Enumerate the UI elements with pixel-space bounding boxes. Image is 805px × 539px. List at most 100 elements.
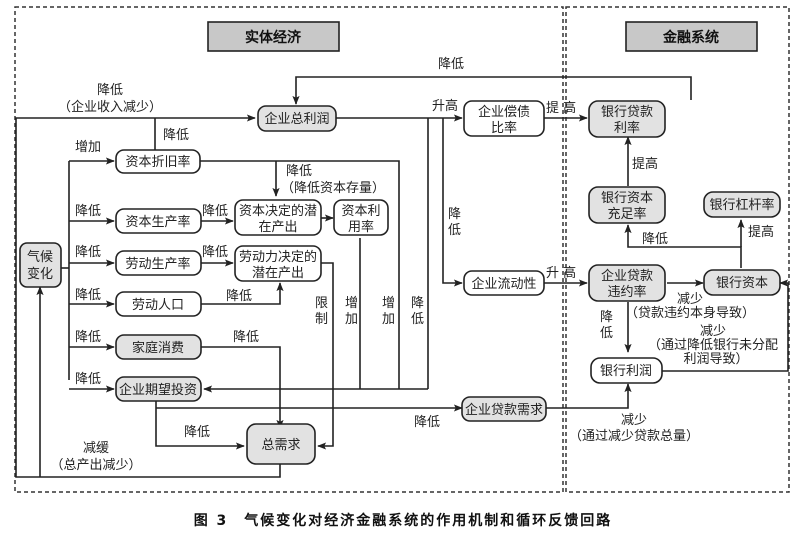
node-label: 总需求: [261, 438, 300, 453]
edge-label: 降低: [286, 164, 312, 179]
edge-label: 降低: [414, 415, 440, 430]
node-label: 银行杠杆率: [709, 197, 774, 213]
node-loan-demand[interactable]: 企业贷款需求: [461, 396, 547, 422]
node-aggregate-demand[interactable]: 总需求: [246, 423, 316, 465]
real-economy-header: 实体经济: [207, 21, 340, 52]
node-label: 劳动生产率: [125, 256, 190, 272]
node-label: 利率: [614, 120, 640, 136]
edge-label: 减少: [621, 413, 647, 428]
financial-system-header: 金融系统: [625, 21, 758, 52]
real-economy-title: 实体经济: [245, 29, 302, 46]
edge-laboroutput-to-demand: [317, 262, 334, 450]
node-bank-loan-rate[interactable]: 银行贷款 利率: [588, 100, 666, 138]
node-label: 潜在产出: [252, 266, 304, 281]
node-label: 充足率: [607, 206, 646, 222]
connectors: [15, 76, 789, 478]
node-label: 银行利润: [600, 364, 652, 379]
node-label: 用率: [348, 219, 374, 235]
node-label: 企业流动性: [471, 276, 536, 292]
edge-label: 降低: [75, 288, 101, 303]
edge-label: 降低: [163, 128, 189, 143]
node-capital-adequacy[interactable]: 银行资本 充足率: [588, 186, 666, 224]
node-total-profit[interactable]: 企业总利润: [257, 105, 337, 132]
node-expected-investment[interactable]: 企业期望投资: [115, 376, 202, 402]
node-household-consumption[interactable]: 家庭消费: [115, 334, 202, 360]
edge-label: 降低: [226, 289, 252, 304]
edge-label: 低: [448, 223, 461, 238]
edge-label: 降低: [438, 57, 464, 72]
edge-label: 增: [345, 296, 358, 311]
edge-loandemand-to-bankprofit: [545, 383, 632, 409]
node-label: 资本利: [341, 204, 380, 219]
edge-label: 降低: [642, 232, 668, 247]
edge-label: 低: [600, 326, 613, 341]
node-capital-potential-output[interactable]: 资本决定的潜 在产出: [234, 199, 322, 236]
edge-label: 降: [411, 296, 424, 311]
edge-label: 降: [448, 207, 461, 222]
edge-loanrate-to-profit: [292, 76, 692, 105]
edge-label: 降低: [97, 83, 123, 98]
node-capital-utilization[interactable]: 资本利 用率: [333, 199, 389, 236]
node-label: 比率: [491, 120, 517, 136]
edge-investment-to-demand: [155, 400, 245, 450]
node-liquidity[interactable]: 企业流动性: [463, 270, 545, 296]
node-label: 资本折旧率: [125, 154, 190, 170]
edge-bankprofit-to-capital: [662, 279, 789, 372]
node-label: 在产出: [258, 220, 297, 235]
edge-label: 制: [315, 312, 328, 327]
edge-label: 限: [315, 296, 328, 311]
edge-label: 减少: [677, 292, 703, 307]
node-label: 资本生产率: [125, 214, 190, 230]
edge-label: （贷款违约本身导致）: [625, 305, 755, 321]
node-label: 企业期望投资: [119, 382, 197, 398]
edge-label: 降低: [184, 425, 210, 440]
edge-label: 增: [382, 296, 395, 311]
real-economy-frame: [14, 6, 564, 493]
node-climate-change[interactable]: 气候 变化: [19, 242, 62, 288]
node-labor-potential-output[interactable]: 劳动力决定的 潜在产出: [234, 245, 322, 282]
node-label: 违约率: [607, 284, 646, 300]
edge-label: 降低: [202, 245, 228, 260]
edge-capital-to-adequacy: [624, 224, 742, 268]
node-labor-productivity[interactable]: 劳动生产率: [115, 250, 202, 276]
edge-label: 提高: [632, 156, 658, 172]
node-bank-capital[interactable]: 银行资本: [703, 269, 781, 296]
edge-profit-to-liquidity: [442, 118, 463, 287]
edge-label: 减缓: [83, 441, 109, 456]
edge-label: 降低: [75, 372, 101, 387]
financial-system-frame: [565, 6, 790, 493]
node-label: 企业偿债: [478, 104, 530, 120]
edge-label: 降: [600, 310, 613, 325]
edge-label: （降低资本存量）: [281, 181, 385, 196]
node-debt-ratio[interactable]: 企业偿债 比率: [463, 100, 545, 137]
financial-system-title: 金融系统: [662, 29, 719, 46]
node-label: 银行资本: [716, 276, 768, 291]
node-label: 企业总利润: [264, 111, 329, 127]
edge-label: 升 高: [546, 265, 576, 281]
edge-label: 降低: [233, 330, 259, 345]
node-bank-leverage[interactable]: 银行杠杆率: [703, 191, 781, 218]
figure-caption: 图 3 气候变化对经济金融系统的作用机制和循环反馈回路: [194, 512, 613, 529]
edge-label: 低: [411, 312, 424, 327]
node-labor-population[interactable]: 劳动人口: [115, 291, 202, 317]
node-label: 企业贷款: [601, 268, 653, 284]
node-bank-profit[interactable]: 银行利润: [590, 357, 663, 384]
edge-label: 降低: [202, 204, 228, 219]
edge-label: 提 高: [546, 100, 576, 116]
edge-label: 加: [382, 312, 395, 327]
edge-demand-to-profit: [15, 114, 281, 478]
node-depreciation[interactable]: 资本折旧率: [115, 149, 201, 174]
edge-depreciation-bus: [200, 160, 400, 389]
node-label: 银行贷款: [601, 105, 653, 120]
edge-label: 减少: [700, 324, 726, 339]
edge-label: 加: [345, 312, 358, 327]
edge-label: 降低: [75, 245, 101, 260]
node-label: 企业贷款需求: [465, 402, 543, 418]
node-capital-productivity[interactable]: 资本生产率: [115, 208, 202, 234]
edge-label: 降低: [75, 330, 101, 345]
node-label: 劳动人口: [132, 297, 184, 313]
edge-laborpop-to-output: [201, 282, 284, 305]
edge-labels: 降低 （企业收入减少） 降低 降低 增加 降低 降低 降低 降低 降低 降低 （…: [50, 57, 778, 473]
node-default-rate[interactable]: 企业贷款 违约率: [588, 264, 666, 302]
